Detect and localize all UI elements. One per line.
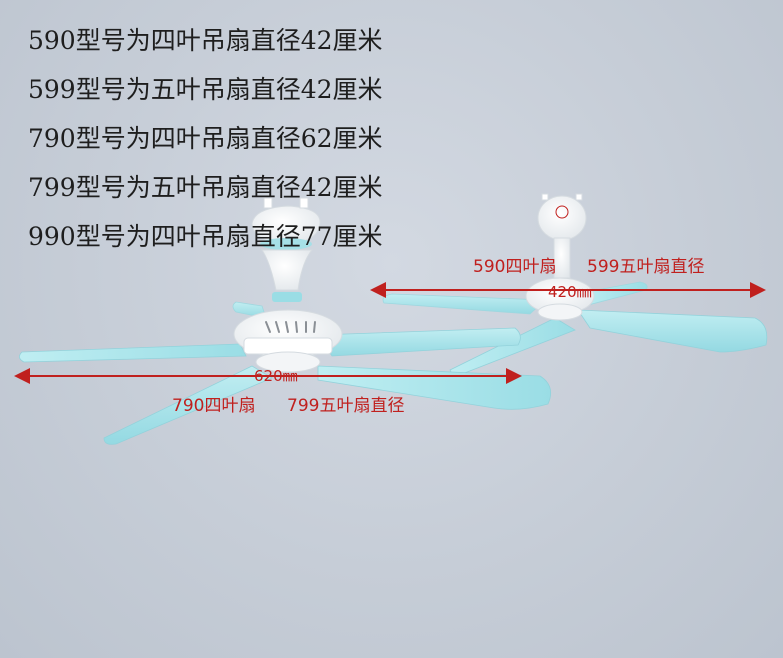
large-fan-four-blade-label: 790四叶扇 (172, 396, 256, 416)
spec-line-790: 790型号为四叶吊扇直径62厘米 (28, 124, 383, 153)
large-fan-hook-right (299, 197, 309, 209)
large-fan-five-blade-label: 799五叶扇直径 (287, 396, 405, 416)
small-fan-logo-icon (555, 205, 569, 219)
model-spec-list: 590型号为四叶吊扇直径42厘米 599型号为五叶吊扇直径42厘米 790型号为… (28, 16, 383, 261)
spec-line-590: 590型号为四叶吊扇直径42厘米 (28, 26, 383, 55)
large-fan-canopy-ring (260, 238, 312, 250)
small-fan-hook (541, 193, 549, 201)
large-fan-blade-front-left (103, 365, 273, 445)
small-fan-four-blade-label: 590四叶扇 (473, 257, 557, 277)
large-fan-collar (272, 292, 302, 302)
small-fan-diameter-label: 420㎜ (548, 283, 592, 301)
large-fan-diameter-label: 620㎜ (254, 367, 298, 385)
spec-line-799: 799型号为五叶吊扇直径42厘米 (28, 173, 383, 202)
small-fan-cap (537, 303, 583, 321)
small-fan-blade-right (577, 309, 768, 353)
small-fan-blade-left (382, 293, 546, 315)
large-fan-blade-left (19, 343, 247, 363)
large-fan-vents (265, 321, 316, 333)
spec-line-990: 990型号为四叶吊扇直径77厘米 (28, 222, 383, 251)
large-fan-downrod (261, 249, 314, 291)
spec-line-599: 599型号为五叶吊扇直径42厘米 (28, 75, 383, 104)
large-fan-hook (263, 197, 273, 209)
large-fan-blade-upper-right (317, 327, 521, 357)
small-fan-five-blade-label: 599五叶扇直径 (587, 257, 705, 277)
small-fan-hook-right (575, 193, 583, 201)
